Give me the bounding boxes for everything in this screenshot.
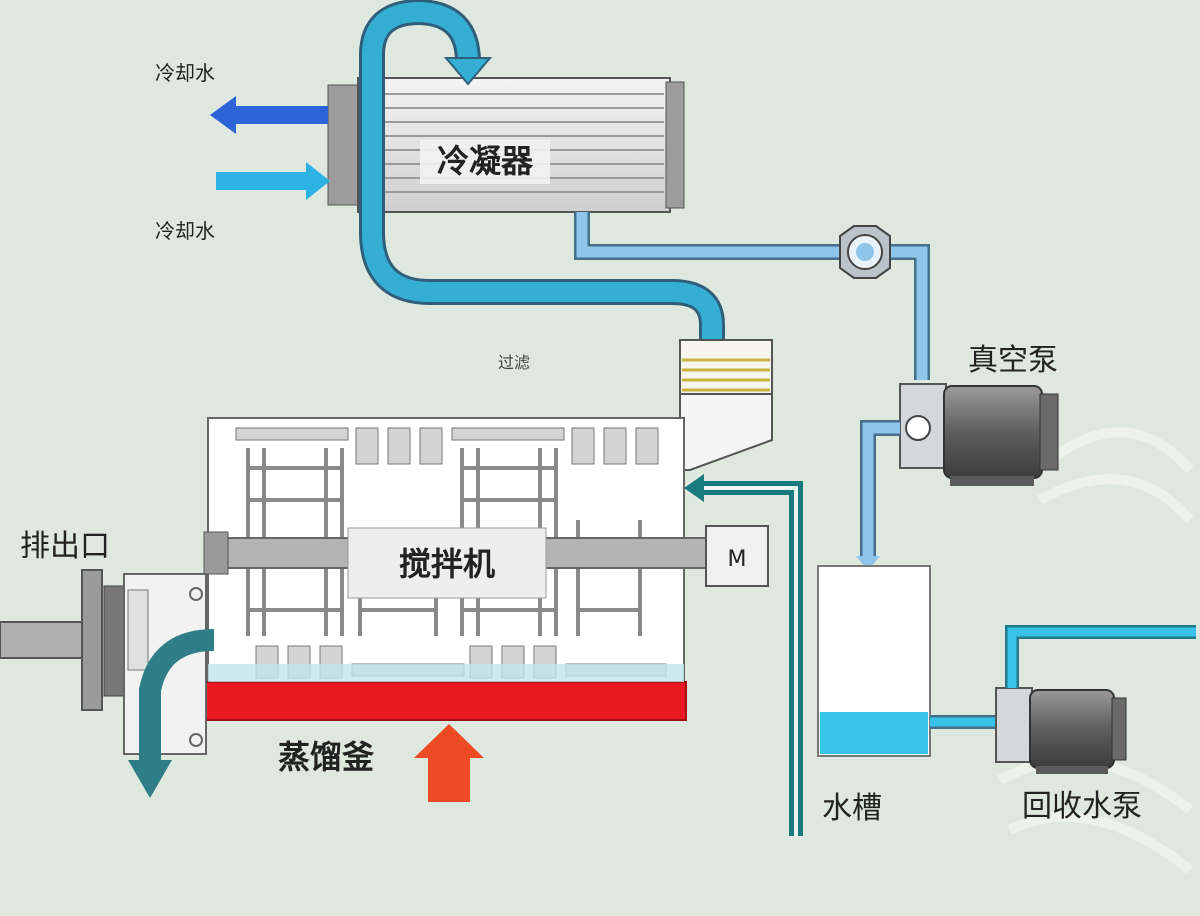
discharge-port-label: 排出口 bbox=[20, 529, 110, 564]
vacuum-pump-label: 真空泵 bbox=[968, 343, 1058, 378]
still-label: 蒸馏釜 bbox=[278, 738, 375, 776]
return-flow-arrow bbox=[684, 474, 704, 502]
water-tank-label: 水槽 bbox=[822, 791, 882, 826]
recovery-pump-label: 回收水泵 bbox=[1022, 789, 1142, 824]
cooling-water-in-arrow bbox=[216, 162, 330, 200]
heat-input-arrow bbox=[414, 724, 484, 802]
recovery-pump bbox=[995, 687, 1127, 774]
water-tank bbox=[817, 565, 931, 757]
recovery-outlet-pipe bbox=[1005, 625, 1196, 688]
condenser: 冷凝器 bbox=[327, 77, 685, 213]
condensate-pipe bbox=[574, 212, 930, 380]
filter bbox=[679, 339, 773, 471]
cooling-water-in-label: 冷却水 bbox=[155, 219, 215, 243]
filter-label: 过滤 bbox=[498, 353, 530, 372]
vapor-flow-arrow bbox=[443, 57, 493, 86]
vacuum-pump bbox=[899, 383, 1059, 486]
cooling-water-out-label: 冷却水 bbox=[155, 61, 215, 85]
discharge-port bbox=[0, 569, 207, 755]
cooling-water-out-arrow bbox=[210, 96, 328, 134]
condenser-label: 冷凝器 bbox=[437, 142, 534, 180]
discharge-flow-arrow bbox=[139, 629, 215, 764]
mixer-label: 搅拌机 bbox=[399, 545, 495, 583]
motor-label: M bbox=[728, 547, 747, 572]
still-body: 搅拌机 bbox=[203, 417, 707, 683]
heater-plate bbox=[205, 681, 687, 721]
mixer-motor: M bbox=[705, 525, 769, 587]
sight-glass bbox=[839, 225, 891, 279]
